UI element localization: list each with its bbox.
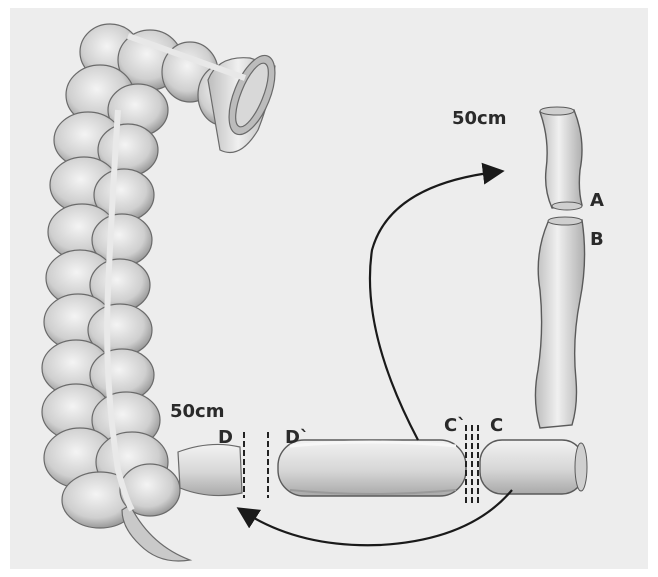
label-a: A [590, 190, 604, 211]
label-c: C [490, 415, 503, 436]
length-label-bottom: 50cm [170, 401, 224, 422]
segment-d-prime-c-prime [278, 440, 466, 496]
length-label-top: 50cm [452, 108, 506, 129]
segment-c [480, 440, 587, 494]
label-d-prime: D` [285, 427, 309, 448]
label-b: B [590, 229, 604, 250]
label-c-prime: C` [444, 415, 466, 436]
label-d: D [218, 427, 233, 448]
